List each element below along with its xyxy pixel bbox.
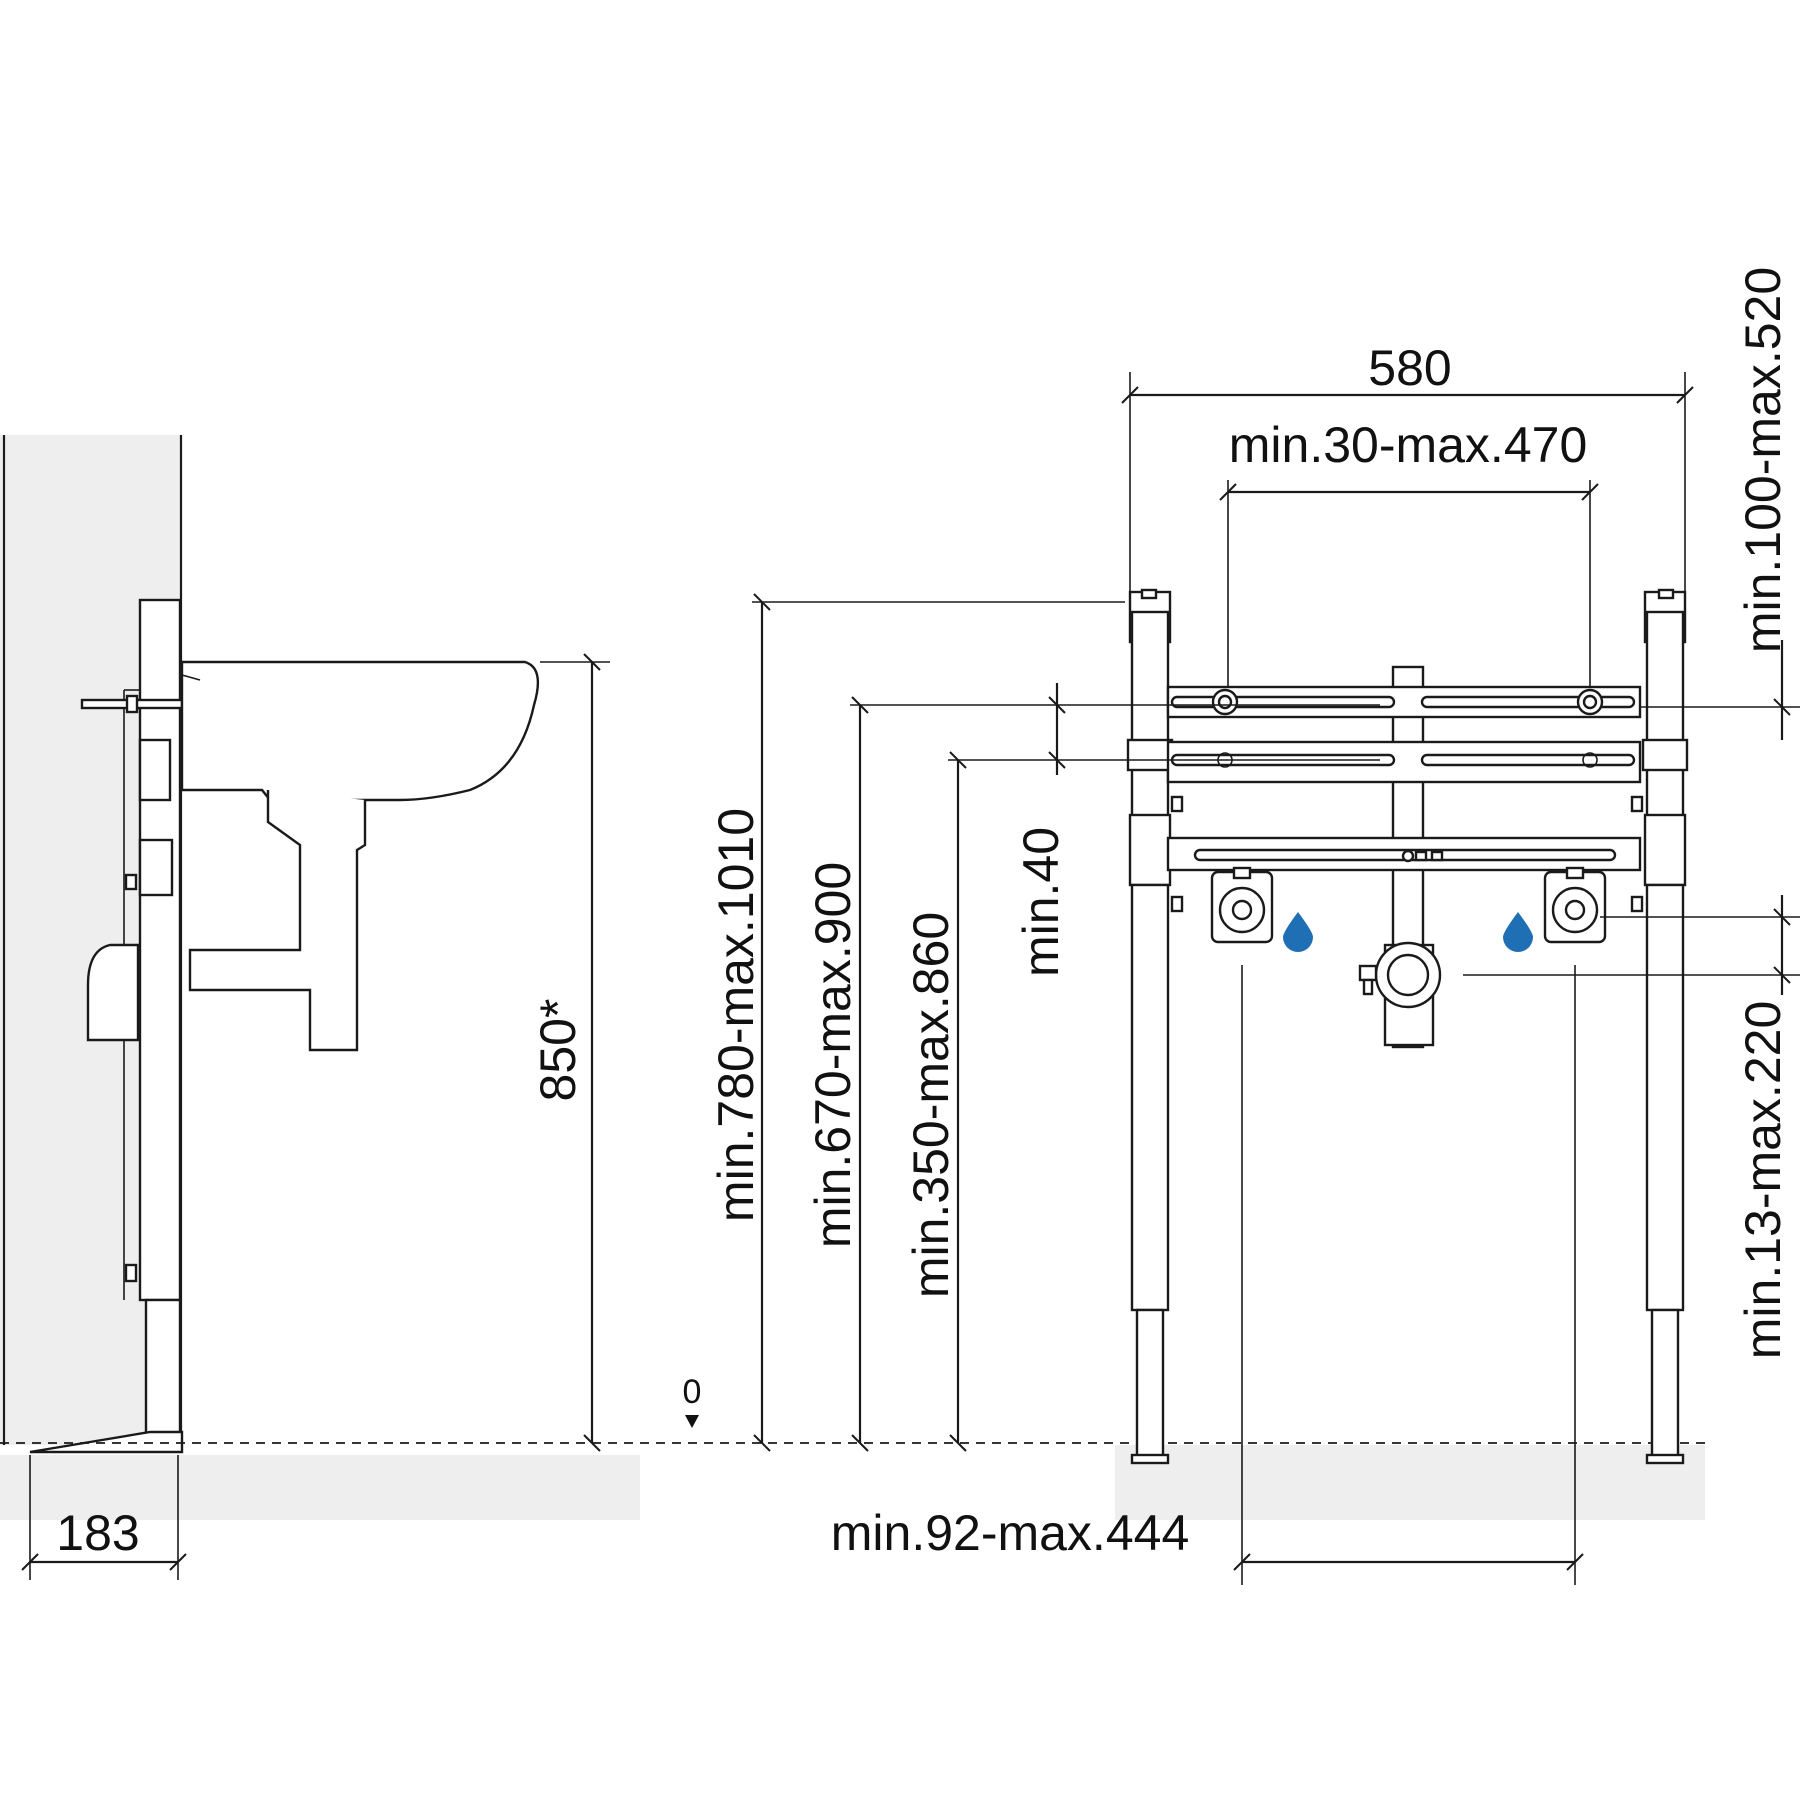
- dim-top-height: min.780-max.1010: [708, 808, 764, 1222]
- dim-wall-depth: 183: [56, 1505, 139, 1561]
- side-view: [0, 435, 640, 1520]
- floor-right: [1115, 1445, 1705, 1520]
- left-valve: [1210, 866, 1274, 944]
- dim-lower-rail-height: min.350-max.860: [903, 912, 959, 1298]
- basin: [180, 660, 540, 802]
- right-valve: [1543, 866, 1607, 944]
- front-dimensions: 580 min.30-max.470 min.780-max.1010 min.…: [708, 267, 1800, 1585]
- dim-upper-right: min.100-max.520: [1735, 267, 1791, 653]
- upper-rail: [1166, 685, 1642, 719]
- water-drop-icon: [1283, 912, 1313, 952]
- drain-elbow: [86, 943, 140, 1042]
- dim-bolt-spacing: min.30-max.470: [1229, 417, 1588, 473]
- floor-level-arrow-icon: [685, 1415, 699, 1428]
- dim-lower-right: min.13-max.220: [1735, 1001, 1791, 1360]
- trap: [188, 790, 367, 1052]
- middle-rail: [1166, 740, 1642, 784]
- foot-plate: [29, 1430, 184, 1454]
- water-drop-icon: [1503, 912, 1533, 952]
- floor-left: [0, 1455, 640, 1520]
- lower-rail: [1166, 836, 1642, 872]
- dim-basin-height: 850*: [530, 999, 586, 1102]
- front-view: [1115, 588, 1705, 1520]
- right-leg: [1630, 588, 1689, 1465]
- left-leg: [1126, 588, 1184, 1465]
- dim-valve-spacing: min.92-max.444: [831, 1505, 1190, 1561]
- dim-rail-height: min.670-max.900: [805, 862, 861, 1248]
- frame-profile: [138, 598, 182, 1302]
- dim-rail-gap: min.40: [1013, 827, 1069, 977]
- drain-connector: [1358, 941, 1442, 1047]
- side-dimensions: 183 850* 0: [21, 653, 702, 1580]
- dim-frame-width: 580: [1368, 340, 1451, 396]
- floor-zero-label: 0: [683, 1373, 702, 1411]
